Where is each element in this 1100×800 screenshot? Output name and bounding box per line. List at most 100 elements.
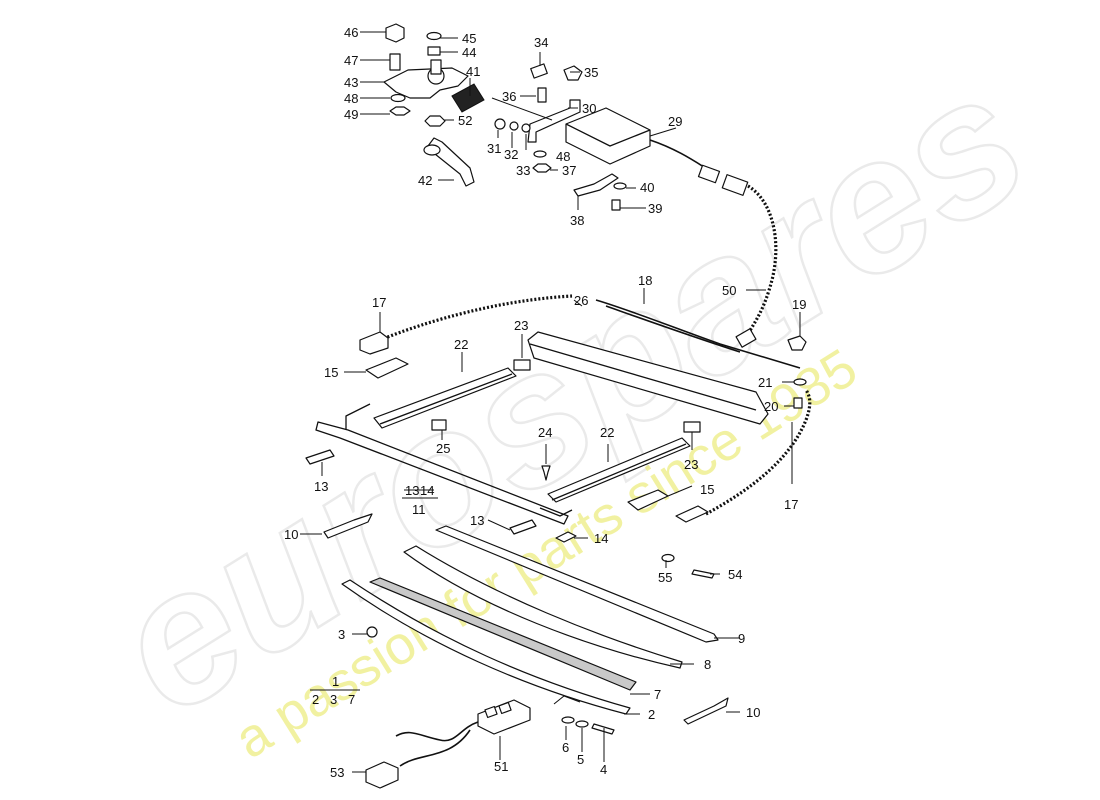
callout-35: 35 (584, 65, 598, 80)
callout-group1-sub7: 7 (348, 692, 355, 707)
slide-13-left (305, 449, 335, 465)
callout-10-left: 10 (284, 527, 298, 542)
bracket-38 (573, 173, 619, 197)
callout-26: 26 (574, 293, 588, 308)
callout-25: 25 (436, 441, 450, 456)
motor-assembly (383, 23, 485, 187)
cable-end-17-left (359, 331, 389, 355)
screw-39 (611, 199, 621, 211)
bracket-10-right (683, 697, 729, 725)
screw-4 (591, 723, 615, 735)
strip-7 (369, 577, 637, 691)
switch-51-btn-a (484, 705, 498, 719)
callout-30: 30 (582, 101, 596, 116)
callouts: 46 47 43 48 49 45 44 41 52 42 34 35 36 3… (284, 25, 806, 780)
washer-55 (661, 553, 675, 563)
frame-rail-11-end (539, 507, 573, 517)
callout-46: 46 (344, 25, 358, 40)
callout-34: 34 (534, 35, 548, 50)
nut-52 (424, 115, 446, 127)
switch-51 (477, 699, 531, 735)
connector-53 (365, 761, 399, 789)
callout-23-top: 23 (514, 318, 528, 333)
callout-54: 54 (728, 567, 742, 582)
callout-4: 4 (600, 762, 607, 777)
screw-31 (494, 118, 506, 130)
callout-39: 39 (648, 201, 662, 216)
connector-29 (697, 164, 721, 184)
connector-50-bottom (735, 328, 757, 348)
callout-32: 32 (504, 147, 518, 162)
callout-11: 11 (412, 502, 426, 517)
lock-15-right (627, 489, 669, 511)
frame-rail-11 (315, 421, 569, 525)
callout-group1-sub3: 3 (330, 692, 337, 707)
frame-rail-11-inner (345, 403, 371, 430)
cable-18 (595, 299, 801, 369)
callout-8: 8 (704, 657, 711, 672)
callout-15-left: 15 (324, 365, 338, 380)
callout-53: 53 (330, 765, 344, 780)
bolt-47 (389, 53, 401, 71)
washer-40 (613, 182, 627, 190)
callout-36: 36 (502, 89, 516, 104)
control-unit-group (494, 63, 749, 211)
callout-38: 38 (570, 213, 584, 228)
seal-8 (403, 545, 683, 669)
callout-1: 1 (332, 674, 339, 689)
callout-48: 48 (344, 91, 358, 106)
bracket-10-left (323, 513, 373, 539)
block-25 (431, 419, 447, 431)
callout-55: 55 (658, 570, 672, 585)
sleeve-41 (451, 83, 485, 113)
bracket-30 (527, 99, 581, 143)
gear-shaft (430, 59, 442, 75)
callout-2: 2 (648, 707, 655, 722)
harness-53 (399, 729, 471, 767)
callout-22-left: 22 (454, 337, 468, 352)
callout-17-left: 17 (372, 295, 386, 310)
callout-43: 43 (344, 75, 358, 90)
washer-32 (509, 121, 519, 131)
seal-9 (435, 525, 719, 643)
callout-group11-sub14: 14 (420, 483, 434, 498)
callout-31: 31 (487, 141, 501, 156)
block-23-bottom (683, 421, 701, 433)
callout-33: 33 (516, 163, 530, 178)
callout-29: 29 (668, 114, 682, 129)
callout-15-right: 15 (700, 482, 714, 497)
callout-45: 45 (462, 31, 476, 46)
guide-rail-22-right-b (551, 443, 687, 501)
guide-rail-22-left-b (379, 373, 513, 425)
clip-19 (787, 335, 807, 351)
callout-22-right: 22 (600, 425, 614, 440)
leader-lines (300, 31, 801, 773)
screw-24 (541, 465, 551, 481)
washer-48 (390, 93, 406, 103)
strip-2 (341, 579, 631, 715)
callout-51: 51 (494, 759, 508, 774)
cable-17-left (379, 294, 573, 342)
washer-6 (561, 716, 575, 724)
lock-17-right (675, 505, 709, 523)
callout-49: 49 (344, 107, 358, 122)
callout-17-right: 17 (784, 497, 798, 512)
control-unit-29 (565, 107, 651, 165)
callout-14: 14 (594, 531, 608, 546)
clip-14 (555, 531, 577, 543)
crank-hub (423, 144, 441, 156)
nut-44 (427, 46, 441, 56)
washer-5 (575, 720, 589, 728)
cable-18b (605, 305, 741, 353)
callout-23-bottom: 23 (684, 457, 698, 472)
nut-49 (389, 106, 411, 116)
callout-5: 5 (577, 752, 584, 767)
washer-48b (533, 150, 547, 158)
callout-52: 52 (458, 113, 472, 128)
callout-24: 24 (538, 425, 552, 440)
callout-6: 6 (562, 740, 569, 755)
screw-54 (691, 569, 715, 579)
callout-7: 7 (654, 687, 661, 702)
guide-rail-22-left (373, 367, 517, 429)
callout-3: 3 (338, 627, 345, 642)
